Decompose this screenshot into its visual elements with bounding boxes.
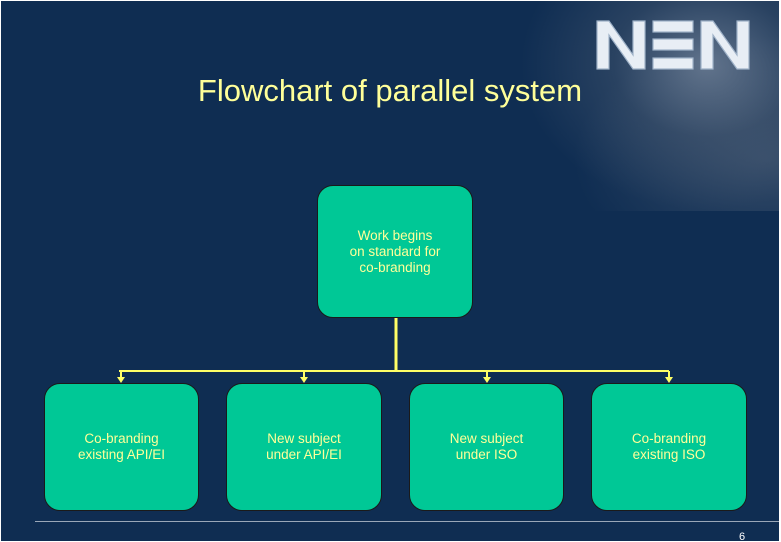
page-number: 6	[739, 531, 746, 541]
child-box-3-label: New subject under ISO	[449, 431, 524, 462]
flowchart-child-box-3: New subject under ISO	[409, 383, 564, 511]
arrowhead-3	[483, 377, 491, 383]
child-box-2-label: New subject under API/EI	[266, 431, 342, 462]
flowchart-root-box: Work begins on standard for co-branding	[317, 185, 473, 318]
flowchart-child-box-1: Co-branding existing API/EI	[44, 383, 199, 511]
arrowhead-1	[117, 377, 125, 383]
slide-title: Flowchart of parallel system	[197, 73, 583, 108]
nen-logo	[596, 20, 750, 70]
child-box-4-label: Co-branding existing ISO	[631, 431, 707, 462]
arrowhead-2	[300, 377, 308, 383]
flowchart-child-box-4: Co-branding existing ISO	[591, 383, 747, 511]
child-box-1-label: Co-branding existing API/EI	[77, 431, 166, 462]
footer-divider	[35, 521, 779, 522]
flowchart-child-box-2: New subject under API/EI	[226, 383, 382, 511]
arrowhead-4	[665, 377, 673, 383]
root-box-label: Work begins on standard for co-branding	[349, 227, 441, 275]
decorative-background-photo	[519, 1, 779, 211]
